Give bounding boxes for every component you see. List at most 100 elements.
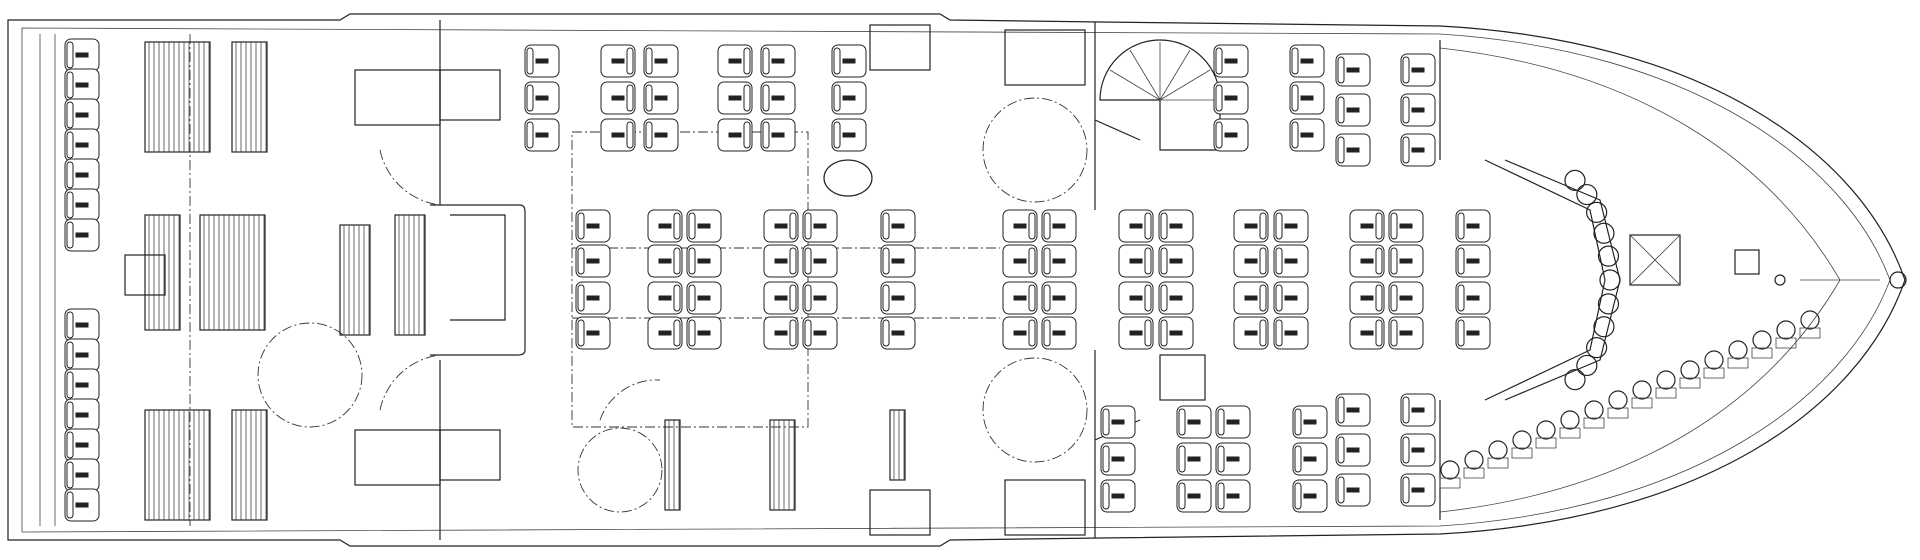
passenger-seat[interactable] bbox=[802, 316, 838, 350]
passenger-seat[interactable] bbox=[1335, 53, 1371, 87]
passenger-seat[interactable] bbox=[760, 118, 796, 152]
passenger-seat[interactable] bbox=[1213, 118, 1249, 152]
passenger-seat[interactable] bbox=[1289, 44, 1325, 78]
passenger-seat[interactable] bbox=[64, 218, 100, 252]
passenger-seat[interactable] bbox=[1455, 281, 1491, 315]
passenger-seat[interactable] bbox=[1100, 405, 1136, 439]
passenger-seat[interactable] bbox=[686, 281, 722, 315]
passenger-seat[interactable] bbox=[1233, 281, 1269, 315]
passenger-seat[interactable] bbox=[1002, 244, 1038, 278]
passenger-seat[interactable] bbox=[1213, 44, 1249, 78]
passenger-seat[interactable] bbox=[1388, 244, 1424, 278]
passenger-seat[interactable] bbox=[1273, 281, 1309, 315]
passenger-seat[interactable] bbox=[64, 338, 100, 372]
passenger-seat[interactable] bbox=[1176, 479, 1212, 513]
curved-bench-seat[interactable] bbox=[1599, 269, 1621, 291]
passenger-seat[interactable] bbox=[831, 118, 867, 152]
passenger-seat[interactable] bbox=[802, 209, 838, 243]
curved-bench-seat[interactable] bbox=[1564, 169, 1586, 192]
passenger-seat[interactable] bbox=[643, 44, 679, 78]
passenger-seat[interactable] bbox=[1215, 479, 1251, 513]
passenger-seat[interactable] bbox=[1118, 244, 1154, 278]
passenger-seat[interactable] bbox=[831, 81, 867, 115]
passenger-seat[interactable] bbox=[1455, 316, 1491, 350]
passenger-seat[interactable] bbox=[1273, 209, 1309, 243]
passenger-seat[interactable] bbox=[760, 81, 796, 115]
passenger-seat[interactable] bbox=[1100, 442, 1136, 476]
bow-seat[interactable] bbox=[1799, 310, 1821, 339]
passenger-seat[interactable] bbox=[1041, 281, 1077, 315]
passenger-seat[interactable] bbox=[64, 158, 100, 192]
passenger-seat[interactable] bbox=[763, 281, 799, 315]
passenger-seat[interactable] bbox=[717, 118, 753, 152]
passenger-seat[interactable] bbox=[1002, 316, 1038, 350]
passenger-seat[interactable] bbox=[802, 281, 838, 315]
passenger-seat[interactable] bbox=[1335, 93, 1371, 127]
passenger-seat[interactable] bbox=[647, 209, 683, 243]
passenger-seat[interactable] bbox=[1233, 244, 1269, 278]
passenger-seat[interactable] bbox=[600, 81, 636, 115]
passenger-seat[interactable] bbox=[64, 188, 100, 222]
passenger-seat[interactable] bbox=[647, 244, 683, 278]
passenger-seat[interactable] bbox=[686, 316, 722, 350]
passenger-seat[interactable] bbox=[1041, 244, 1077, 278]
passenger-seat[interactable] bbox=[1215, 405, 1251, 439]
passenger-seat[interactable] bbox=[880, 244, 916, 278]
passenger-seat[interactable] bbox=[647, 316, 683, 350]
passenger-seat[interactable] bbox=[1388, 281, 1424, 315]
passenger-seat[interactable] bbox=[575, 281, 611, 315]
passenger-seat[interactable] bbox=[64, 488, 100, 522]
passenger-seat[interactable] bbox=[64, 308, 100, 342]
passenger-seat[interactable] bbox=[1002, 281, 1038, 315]
passenger-seat[interactable] bbox=[1455, 209, 1491, 243]
passenger-seat[interactable] bbox=[760, 44, 796, 78]
passenger-seat[interactable] bbox=[1388, 316, 1424, 350]
passenger-seat[interactable] bbox=[1400, 53, 1436, 87]
passenger-seat[interactable] bbox=[1273, 244, 1309, 278]
passenger-seat[interactable] bbox=[643, 118, 679, 152]
passenger-seat[interactable] bbox=[1400, 393, 1436, 427]
passenger-seat[interactable] bbox=[880, 316, 916, 350]
passenger-seat[interactable] bbox=[880, 209, 916, 243]
passenger-seat[interactable] bbox=[1335, 433, 1371, 467]
passenger-seat[interactable] bbox=[524, 44, 560, 78]
bow-seat[interactable] bbox=[1727, 340, 1749, 369]
passenger-seat[interactable] bbox=[1158, 281, 1194, 315]
passenger-seat[interactable] bbox=[1292, 442, 1328, 476]
passenger-seat[interactable] bbox=[64, 428, 100, 462]
passenger-seat[interactable] bbox=[1118, 209, 1154, 243]
passenger-seat[interactable] bbox=[643, 81, 679, 115]
curved-bench-seat[interactable] bbox=[1586, 201, 1608, 224]
passenger-seat[interactable] bbox=[64, 38, 100, 72]
passenger-seat[interactable] bbox=[1158, 209, 1194, 243]
passenger-seat[interactable] bbox=[524, 81, 560, 115]
passenger-seat[interactable] bbox=[1289, 81, 1325, 115]
passenger-seat[interactable] bbox=[1349, 281, 1385, 315]
passenger-seat[interactable] bbox=[686, 244, 722, 278]
bow-seat[interactable] bbox=[1487, 440, 1509, 469]
passenger-seat[interactable] bbox=[763, 316, 799, 350]
bow-seat[interactable] bbox=[1535, 420, 1557, 449]
passenger-seat[interactable] bbox=[64, 458, 100, 492]
passenger-seat[interactable] bbox=[575, 209, 611, 243]
passenger-seat[interactable] bbox=[64, 368, 100, 402]
passenger-seat[interactable] bbox=[1233, 209, 1269, 243]
passenger-seat[interactable] bbox=[1349, 209, 1385, 243]
bow-seat[interactable] bbox=[1463, 450, 1485, 479]
passenger-seat[interactable] bbox=[1349, 244, 1385, 278]
passenger-seat[interactable] bbox=[717, 81, 753, 115]
passenger-seat[interactable] bbox=[64, 68, 100, 102]
bow-seat[interactable] bbox=[1775, 320, 1797, 349]
passenger-seat[interactable] bbox=[1118, 281, 1154, 315]
bow-seat[interactable] bbox=[1439, 460, 1461, 489]
passenger-seat[interactable] bbox=[1349, 316, 1385, 350]
passenger-seat[interactable] bbox=[1213, 81, 1249, 115]
bow-seat[interactable] bbox=[1679, 360, 1701, 389]
passenger-seat[interactable] bbox=[802, 244, 838, 278]
passenger-seat[interactable] bbox=[64, 398, 100, 432]
passenger-seat[interactable] bbox=[1292, 405, 1328, 439]
bow-seat[interactable] bbox=[1751, 330, 1773, 359]
curved-bench-seat[interactable] bbox=[1576, 183, 1598, 206]
bow-seat[interactable] bbox=[1655, 370, 1677, 399]
bow-seat[interactable] bbox=[1607, 390, 1629, 419]
